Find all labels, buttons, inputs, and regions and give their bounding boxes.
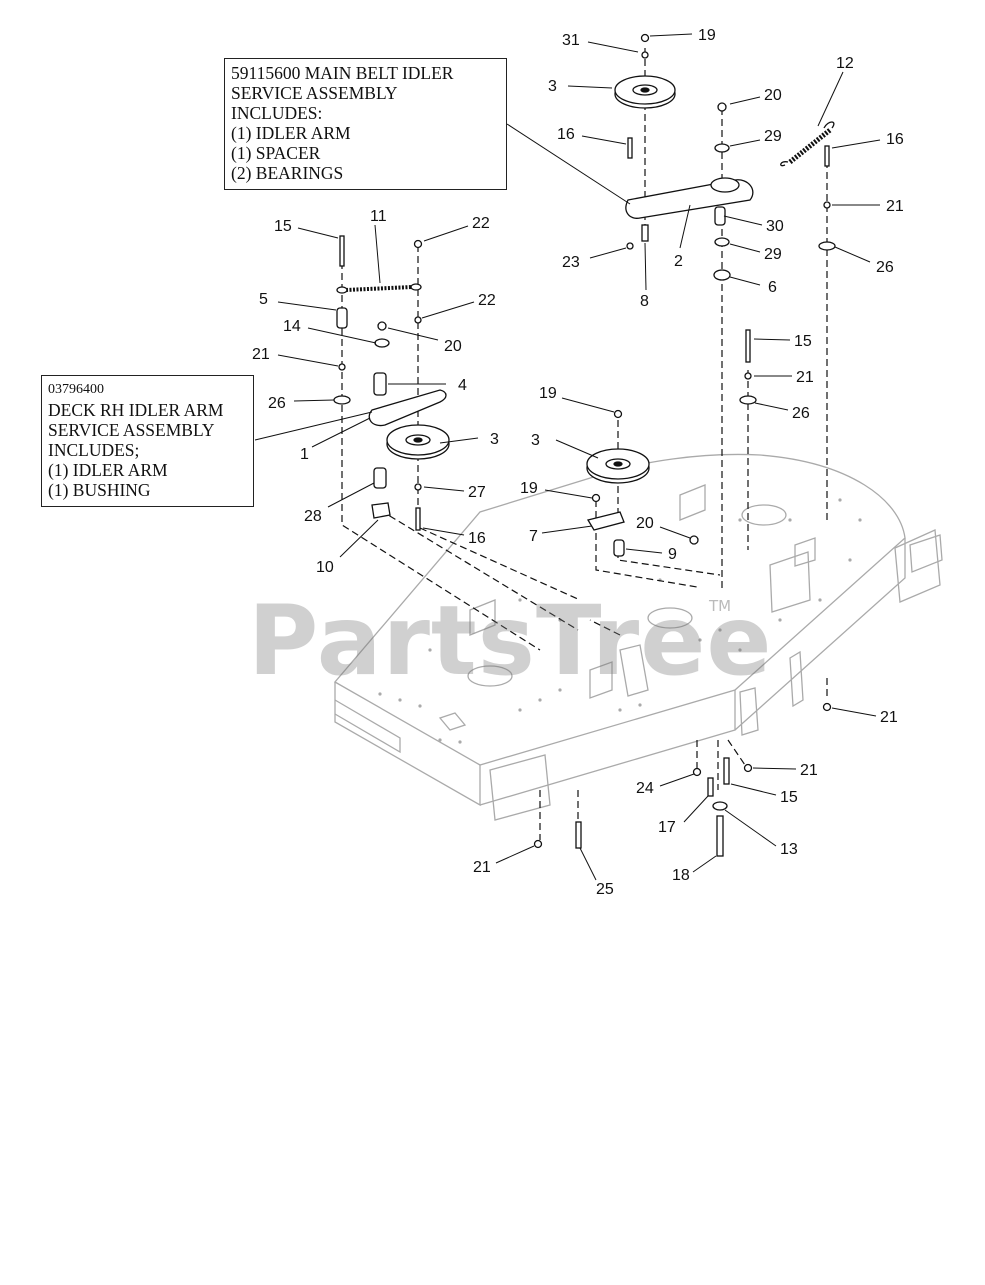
callout: 4 bbox=[458, 377, 467, 394]
assembly-line: (1) BUSHING bbox=[48, 480, 151, 500]
pulley-left bbox=[386, 424, 450, 460]
pulley-mid bbox=[586, 448, 650, 484]
callout: 13 bbox=[780, 841, 798, 858]
callout: 15 bbox=[794, 333, 812, 350]
callout: 21 bbox=[886, 198, 904, 215]
callout: 22 bbox=[472, 215, 490, 232]
callout: 9 bbox=[668, 546, 677, 563]
callout: 20 bbox=[764, 87, 782, 104]
callout: 1 bbox=[300, 446, 309, 463]
callout: 19 bbox=[539, 385, 557, 402]
callout: 16 bbox=[557, 126, 575, 143]
assembly-line: 59115600 MAIN BELT IDLER bbox=[231, 63, 454, 83]
callout: 21 bbox=[880, 709, 898, 726]
callout: 11 bbox=[370, 208, 387, 225]
assembly-line: DECK RH IDLER ARM bbox=[48, 400, 224, 420]
assembly-line: INCLUDES: bbox=[231, 103, 323, 123]
callout: 3 bbox=[548, 78, 557, 95]
callout: 3 bbox=[531, 432, 540, 449]
parts bbox=[333, 33, 836, 857]
callout: 10 bbox=[316, 559, 334, 576]
callout: 29 bbox=[764, 128, 782, 145]
callout: 22 bbox=[478, 292, 496, 309]
assembly-line: INCLUDES; bbox=[48, 440, 140, 460]
callout: 15 bbox=[274, 218, 292, 235]
leader-lines bbox=[254, 33, 881, 881]
watermark-trademark: TM bbox=[709, 597, 732, 615]
assembly-line: SERVICE ASSEMBLY bbox=[48, 420, 215, 440]
callout: 20 bbox=[636, 515, 654, 532]
rh-idler-assembly-box: 03796400 DECK RH IDLER ARM SERVICE ASSEM… bbox=[41, 375, 254, 507]
callout: 21 bbox=[252, 346, 270, 363]
pulley-top bbox=[614, 75, 676, 109]
callout-numbers: 31 19 3 16 20 29 12 16 21 30 2 29 23 8 2… bbox=[252, 27, 904, 898]
callout: 7 bbox=[529, 528, 538, 545]
callout: 17 bbox=[658, 819, 676, 836]
callout: 18 bbox=[672, 867, 690, 884]
callout: 21 bbox=[796, 369, 814, 386]
callout: 5 bbox=[259, 291, 268, 308]
assembly-line: (2) BEARINGS bbox=[231, 163, 344, 183]
callout: 12 bbox=[836, 55, 854, 72]
assembly-line: (1) IDLER ARM bbox=[231, 123, 351, 143]
callout: 14 bbox=[283, 318, 301, 335]
callout: 15 bbox=[780, 789, 798, 806]
callout: 19 bbox=[698, 27, 716, 44]
callout: 24 bbox=[636, 780, 654, 797]
callout: 8 bbox=[640, 293, 649, 310]
callout: 25 bbox=[596, 881, 614, 898]
callout: 23 bbox=[562, 254, 580, 271]
assembly-line: SERVICE ASSEMBLY bbox=[231, 83, 398, 103]
callout: 2 bbox=[674, 253, 683, 270]
callout: 27 bbox=[468, 484, 486, 501]
callout: 16 bbox=[468, 530, 486, 547]
callout: 16 bbox=[886, 131, 904, 148]
callout: 3 bbox=[490, 431, 499, 448]
callout: 6 bbox=[768, 279, 777, 296]
main-idler-assembly-box: 59115600 MAIN BELT IDLER SERVICE ASSEMBL… bbox=[224, 58, 507, 190]
callout: 26 bbox=[792, 405, 810, 422]
assembly-line: (1) IDLER ARM bbox=[48, 460, 168, 480]
watermark-text: PartsTree bbox=[248, 585, 773, 697]
callout: 21 bbox=[473, 859, 491, 876]
callout: 30 bbox=[766, 218, 784, 235]
assembly-part-number: 03796400 bbox=[48, 382, 104, 397]
assembly-line: (1) SPACER bbox=[231, 143, 321, 163]
callout: 21 bbox=[800, 762, 818, 779]
callout: 26 bbox=[268, 395, 286, 412]
deck-holes bbox=[378, 498, 862, 744]
callout: 20 bbox=[444, 338, 462, 355]
callout: 31 bbox=[562, 32, 580, 49]
callout: 28 bbox=[304, 508, 322, 525]
callout: 26 bbox=[876, 259, 894, 276]
callout: 29 bbox=[764, 246, 782, 263]
callout: 19 bbox=[520, 480, 538, 497]
